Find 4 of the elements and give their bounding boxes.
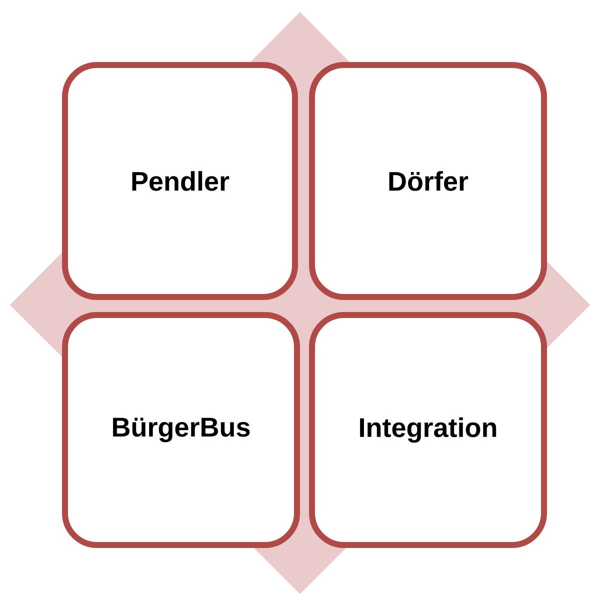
category-box: BürgerBus (62, 312, 300, 548)
category-box: Integration (309, 312, 547, 548)
category-box: Pendler (62, 62, 298, 300)
category-box: Dörfer (309, 62, 547, 300)
